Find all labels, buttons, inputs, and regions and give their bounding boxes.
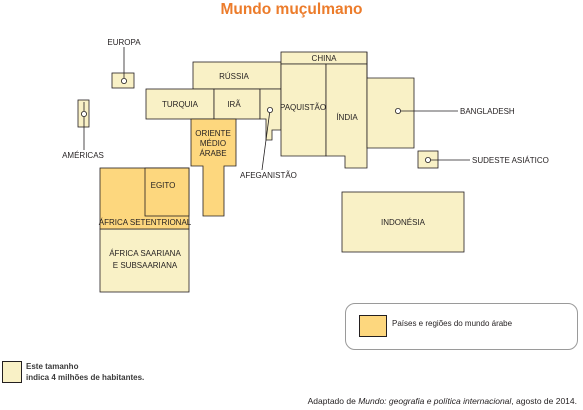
- label-bangladesh: BANGLADESH: [460, 107, 515, 116]
- label-indonesia: INDONÉSIA: [381, 218, 426, 227]
- label-africa-setentrional: ÁFRICA SETENTRIONAL: [99, 218, 192, 227]
- label-afeganistao: AFEGANISTÃO: [240, 171, 297, 180]
- leader-afeganistao: [261, 109, 271, 171]
- source-suffix: , agosto de 2014.: [511, 396, 577, 406]
- label-sudeste-asiatico: SUDESTE ASIÁTICO: [472, 156, 549, 165]
- region-indonesia[interactable]: [341, 191, 465, 253]
- scale-swatch: [2, 361, 22, 383]
- label-turquia: TURQUIA: [162, 100, 199, 109]
- label-oriente-medio-3: ÁRABE: [199, 149, 226, 158]
- label-ira: IRÃ: [227, 100, 241, 109]
- legend-label: Países e regiões do mundo árabe: [392, 319, 513, 328]
- label-oriente-medio-1: ORIENTE: [195, 129, 231, 138]
- label-egito: EGITO: [151, 181, 176, 190]
- label-africa-saariana-2: E SUBSAARIANA: [113, 261, 178, 270]
- label-paquistao: PAQUISTÃO: [280, 103, 326, 112]
- source-title: Mundo: geografia e política internaciona…: [358, 396, 512, 406]
- marker-bangladesh: [394, 108, 401, 115]
- source-credit: Adaptado de Mundo: geografia e política …: [308, 396, 577, 406]
- region-oriente-medio-arabe[interactable]: [190, 118, 237, 217]
- region-afeganistao[interactable]: [259, 88, 282, 141]
- marker-afeganistao: [266, 107, 273, 114]
- label-oriente-medio-2: MÉDIO: [200, 139, 226, 148]
- region-turquia[interactable]: [145, 88, 215, 120]
- legend: Países e regiões do mundo árabe: [345, 303, 578, 350]
- source-prefix: Adaptado de: [307, 396, 359, 406]
- legend-swatch-arab: [359, 315, 387, 337]
- label-india: ÍNDIA: [336, 113, 358, 122]
- scale-line-1: Este tamanho: [26, 362, 79, 371]
- label-americas: AMÉRICAS: [62, 151, 104, 160]
- label-europa: EUROPA: [107, 38, 141, 47]
- marker-americas: [81, 111, 88, 118]
- label-china: CHINA: [312, 54, 338, 63]
- label-russia: RÚSSIA: [219, 72, 249, 81]
- scale-note: Este tamanho indica 4 milhões de habitan…: [26, 361, 144, 383]
- scale-line-2: indica 4 milhões de habitantes.: [26, 373, 145, 382]
- region-bangladesh-body[interactable]: [366, 77, 415, 149]
- label-africa-saariana-1: ÁFRICA SAARIANA: [109, 249, 181, 258]
- map-title: Mundo muçulmano: [220, 1, 363, 18]
- marker-europa: [121, 78, 128, 85]
- region-russia[interactable]: [192, 61, 282, 90]
- marker-sudeste: [424, 156, 431, 163]
- region-paquistao[interactable]: [280, 63, 327, 157]
- region-egito[interactable]: [144, 167, 190, 217]
